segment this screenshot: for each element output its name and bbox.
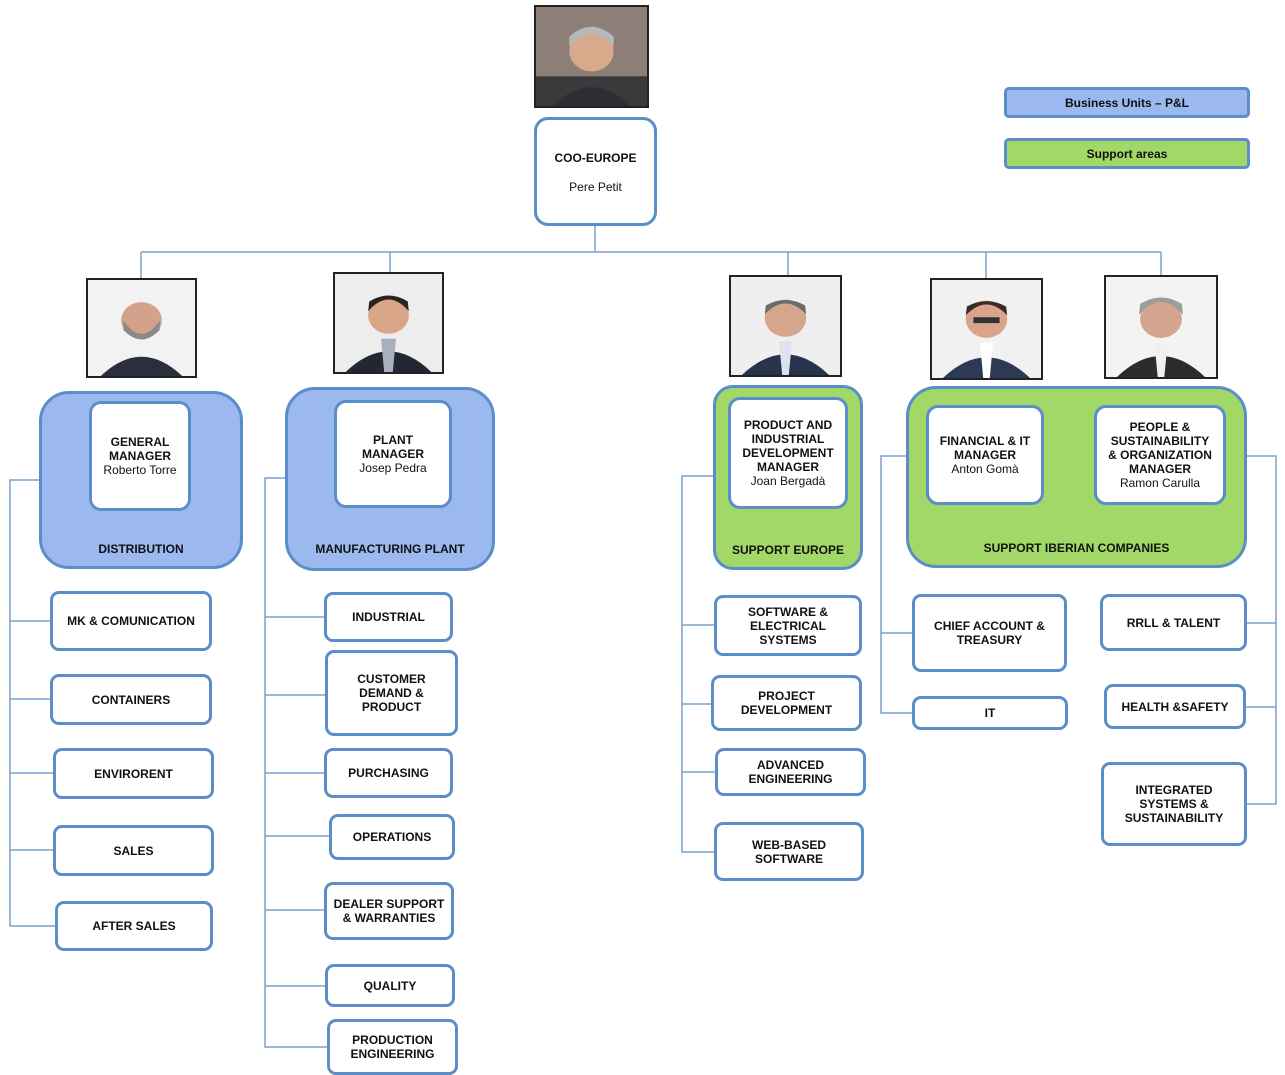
distribution-manager-photo [86, 278, 197, 378]
support-europe-manager-name: Joan Bergadà [750, 474, 826, 488]
coo-title: COO-EUROPE [554, 151, 637, 165]
manufacturing-item: DEALER SUPPORT & WARRANTIES [324, 882, 454, 940]
distribution-item: MK & COMUNICATION [50, 591, 212, 651]
support-europe-label: SUPPORT EUROPE [731, 543, 845, 557]
people-item: INTEGRATED SYSTEMS & SUSTAINABILITY [1101, 762, 1247, 846]
support-europe-item: ADVANCED ENGINEERING [715, 748, 866, 796]
people-manager-photo [1104, 275, 1218, 379]
financial-manager-photo [930, 278, 1043, 380]
financial-item: CHIEF ACCOUNT & TREASURY [912, 594, 1067, 672]
distribution-manager-title: GENERAL MANAGER [109, 435, 171, 463]
support-europe-manager-title: PRODUCT AND INDUSTRIAL DEVELOPMENT MANAG… [742, 418, 834, 474]
manufacturing-item: OPERATIONS [329, 814, 455, 860]
manufacturing-manager-title: PLANT MANAGER [362, 433, 424, 461]
manufacturing-manager-name: Josep Pedra [359, 461, 427, 475]
manufacturing-item: CUSTOMER DEMAND & PRODUCT [325, 650, 458, 736]
manufacturing-manager-card: PLANT MANAGER Josep Pedra [334, 400, 452, 508]
people-manager-title: PEOPLE & SUSTAINABILITY & ORGANIZATION M… [1108, 420, 1212, 476]
distribution-label: DISTRIBUTION [98, 542, 184, 556]
support-europe-manager-photo [729, 275, 842, 377]
distribution-item: ENVIRORENT [53, 748, 214, 799]
support-europe-item: PROJECT DEVELOPMENT [711, 675, 862, 731]
manufacturing-label: MANUFACTURING PLANT [315, 542, 465, 556]
legend-business-units-label: Business Units – P&L [1064, 95, 1190, 110]
financial-manager-name: Anton Gomà [951, 462, 1019, 476]
manufacturing-item: QUALITY [325, 964, 455, 1007]
support-europe-item: WEB-BASED SOFTWARE [714, 822, 864, 881]
financial-manager-card: FINANCIAL & IT MANAGER Anton Gomà [926, 405, 1044, 505]
coo-name: Pere Petit [569, 180, 622, 194]
distribution-item: SALES [53, 825, 214, 876]
support-iberian-label: SUPPORT IBERIAN COMPANIES [983, 541, 1170, 555]
manufacturing-item: PRODUCTION ENGINEERING [327, 1019, 458, 1075]
legend-support-areas-label: Support areas [1086, 146, 1168, 161]
manufacturing-item: PURCHASING [324, 748, 453, 798]
distribution-manager-name: Roberto Torre [103, 463, 177, 477]
legend-support-areas: Support areas [1004, 138, 1250, 169]
legend-business-units: Business Units – P&L [1004, 87, 1250, 118]
distribution-item: CONTAINERS [50, 674, 212, 725]
manufacturing-item: INDUSTRIAL [324, 592, 453, 642]
distribution-item: AFTER SALES [55, 901, 213, 951]
people-manager-name: Ramon Carulla [1119, 476, 1201, 490]
support-europe-item: SOFTWARE & ELECTRICAL SYSTEMS [714, 595, 862, 656]
people-item: HEALTH &SAFETY [1104, 684, 1246, 729]
financial-item: IT [912, 696, 1068, 730]
coo-photo [534, 5, 649, 108]
manufacturing-manager-photo [333, 272, 444, 374]
coo-box: COO-EUROPE Pere Petit [534, 117, 657, 226]
financial-manager-title: FINANCIAL & IT MANAGER [939, 434, 1031, 462]
people-item: RRLL & TALENT [1100, 594, 1247, 651]
support-europe-manager-card: PRODUCT AND INDUSTRIAL DEVELOPMENT MANAG… [728, 397, 848, 509]
distribution-manager-card: GENERAL MANAGER Roberto Torre [89, 401, 191, 511]
people-manager-card: PEOPLE & SUSTAINABILITY & ORGANIZATION M… [1094, 405, 1226, 505]
